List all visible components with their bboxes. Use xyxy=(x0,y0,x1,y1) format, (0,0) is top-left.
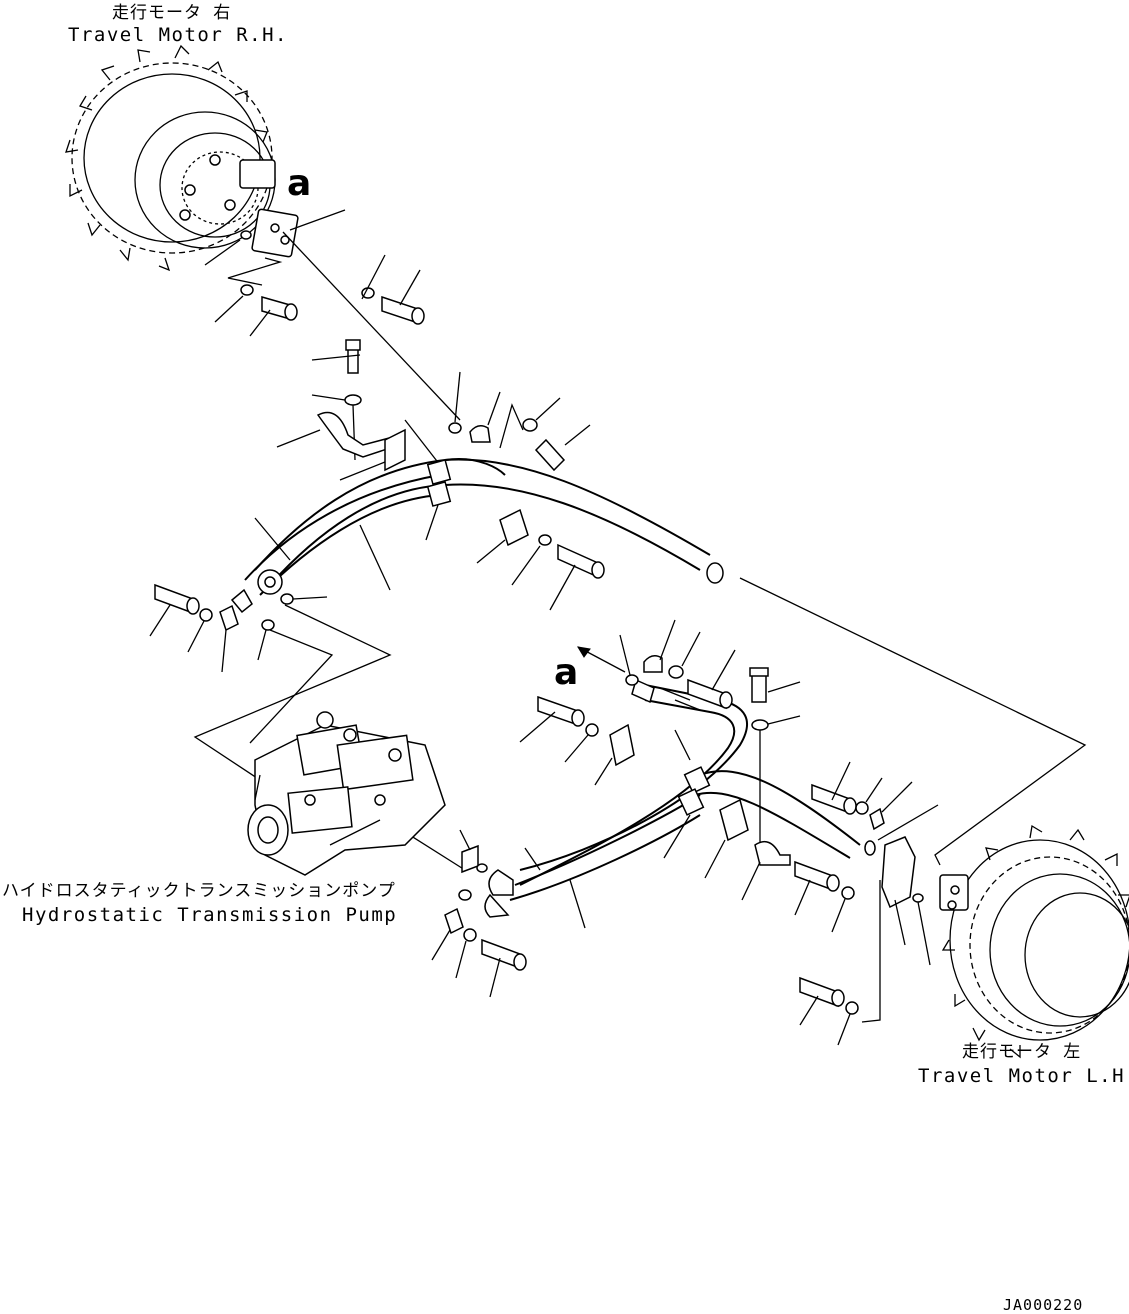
transmission-pump xyxy=(247,711,446,876)
motor-rh-label-en: Travel Motor R.H. xyxy=(68,24,288,46)
lower-fittings xyxy=(519,619,939,1046)
pump-label-jp: ハイドロスタティックトランスミッションポンプ xyxy=(2,881,396,901)
callout-arrow xyxy=(577,646,626,673)
motor-lh-label-en: Travel Motor L.H. xyxy=(918,1065,1129,1087)
motor-rh-label-jp: 走行モータ 右 xyxy=(112,3,232,23)
left-fittings xyxy=(149,583,328,673)
upper-bracket xyxy=(276,339,591,481)
rh-motor-fittings xyxy=(204,209,461,421)
lower-hoses xyxy=(484,678,861,929)
callout-a-top: a xyxy=(287,163,312,204)
pump-label-en: Hydrostatic Transmission Pump xyxy=(22,904,398,926)
motor-lh-label-jp: 走行モータ 左 xyxy=(962,1042,1082,1062)
travel-motor-lh xyxy=(939,824,1129,1059)
travel-motor-rh xyxy=(65,44,299,272)
callout-a-middle: a xyxy=(554,652,579,693)
pump-fittings xyxy=(431,829,527,998)
drawing-code: JA000220 xyxy=(1003,1296,1084,1314)
upper-hoses xyxy=(230,458,724,614)
connection-lines xyxy=(193,577,1087,1023)
